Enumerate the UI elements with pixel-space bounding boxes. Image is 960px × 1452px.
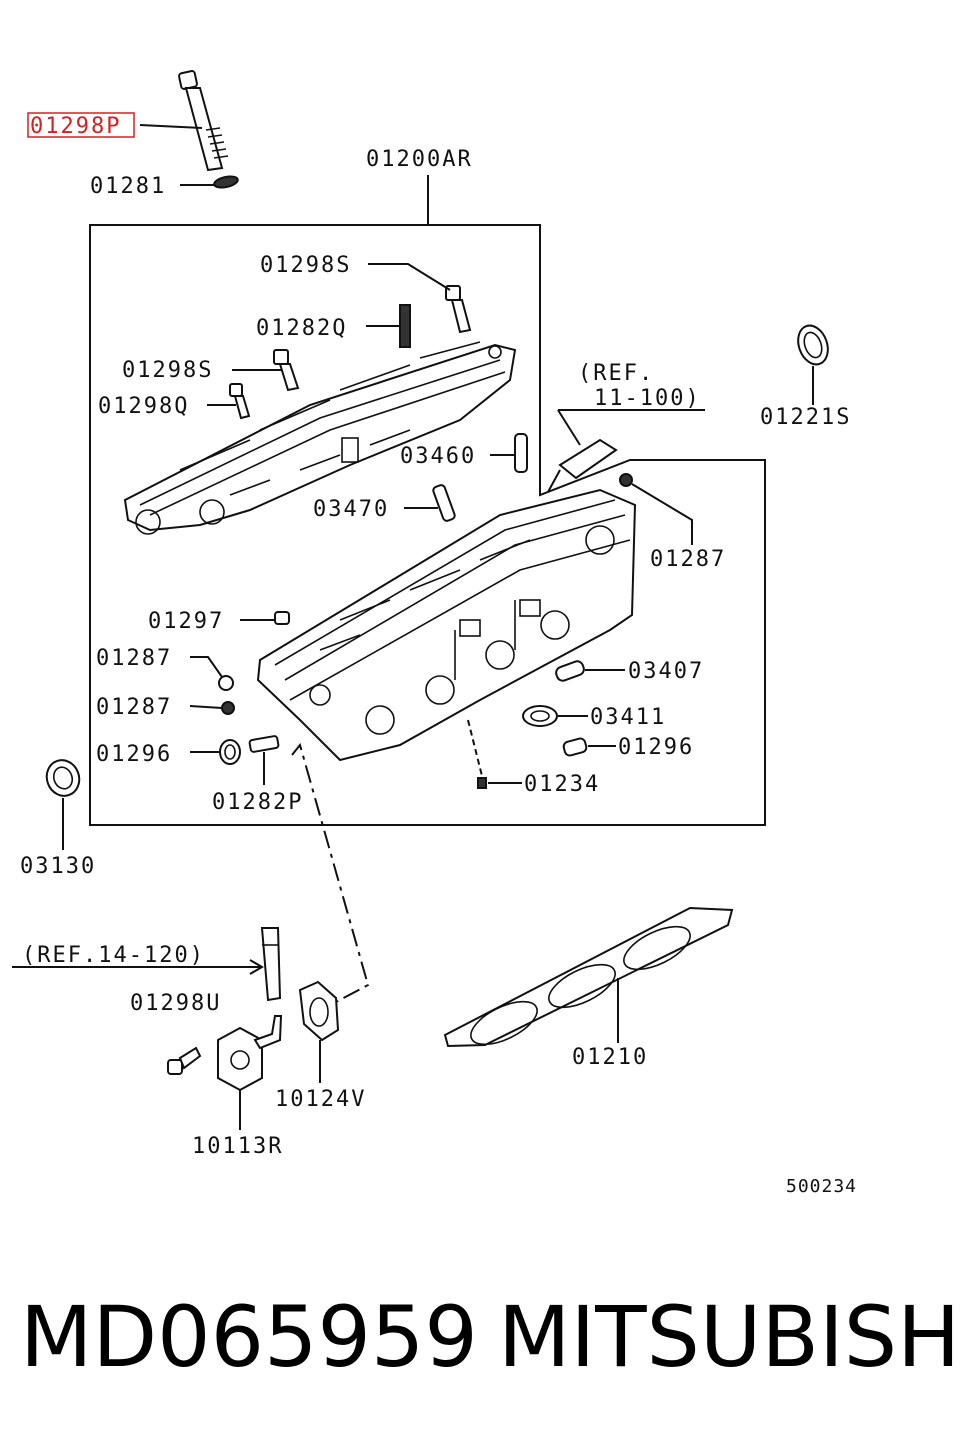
label-01298P[interactable]: 01298P — [30, 114, 121, 139]
label-01287-a[interactable]: 01287 — [650, 547, 726, 572]
bolt-01298U — [167, 1046, 202, 1075]
seal-03411 — [522, 705, 558, 727]
bolt-01298Q — [229, 383, 251, 420]
label-ref-line2[interactable]: 11-100) — [594, 386, 701, 411]
footer-part-number: MD065959 — [20, 1288, 478, 1386]
ring-01296-b — [562, 737, 588, 757]
label-01281[interactable]: 01281 — [90, 174, 166, 199]
leader-01298P — [139, 124, 203, 129]
label-01234[interactable]: 01234 — [524, 772, 600, 797]
leader-01287-b — [190, 656, 223, 678]
label-03470[interactable]: 03470 — [313, 497, 389, 522]
seal-01221S — [797, 324, 829, 366]
bolt-01298P — [178, 70, 229, 172]
arrow-ref-14-120 — [249, 959, 264, 975]
label-01287-b[interactable]: 01287 — [96, 646, 172, 671]
leader-01298S-a — [368, 263, 451, 291]
dowel-01234 — [477, 777, 487, 789]
dash-10124V — [291, 742, 370, 1003]
ring-01296-a — [219, 739, 241, 765]
label-01298Q[interactable]: 01298Q — [98, 394, 189, 419]
label-01221S[interactable]: 01221S — [760, 405, 851, 430]
dash-01234 — [467, 719, 483, 777]
footer-brand: MITSUBISHI — [498, 1288, 960, 1386]
leader-01287-a — [631, 483, 693, 545]
label-01287-c[interactable]: 01287 — [96, 695, 172, 720]
label-10113R[interactable]: 10113R — [192, 1134, 283, 1159]
label-01210[interactable]: 01210 — [572, 1045, 648, 1070]
pin-03460 — [514, 433, 528, 473]
label-ref-line1: (REF. — [578, 361, 654, 386]
label-01298S-b[interactable]: 01298S — [122, 358, 213, 383]
head-gasket-01210 — [443, 906, 734, 1048]
label-01296-b[interactable]: 01296 — [618, 735, 694, 760]
plug-01287-c — [221, 701, 235, 715]
label-10124V[interactable]: 10124V — [275, 1087, 366, 1112]
assembly-frame — [89, 224, 766, 826]
cylinder-head-main — [256, 488, 637, 762]
bolt-01298S-a — [445, 285, 472, 334]
gasket-10124V — [298, 980, 340, 1042]
plug-01287-a — [619, 473, 633, 487]
label-01298S-a[interactable]: 01298S — [260, 253, 351, 278]
housing-10113R — [217, 1015, 283, 1092]
cap-01297 — [274, 611, 290, 625]
stud-01282P — [248, 735, 280, 753]
leader-01287-c — [189, 705, 223, 709]
pin-03470 — [432, 484, 456, 522]
sleeve-03407 — [555, 660, 585, 682]
label-01298U[interactable]: 01298U — [130, 991, 221, 1016]
bolt-01298S-b — [273, 349, 300, 392]
label-01200AR[interactable]: 01200AR — [366, 147, 473, 172]
stud-01282Q — [399, 304, 411, 348]
camshaft-housing-upper — [123, 341, 517, 535]
label-03460[interactable]: 03460 — [400, 444, 476, 469]
figure-number: 500234 — [786, 1176, 857, 1197]
sensor-ref-11-100 — [547, 438, 618, 493]
washer-01281 — [213, 175, 239, 189]
plug-01287-b — [218, 675, 234, 691]
label-03411[interactable]: 03411 — [590, 705, 666, 730]
label-01297[interactable]: 01297 — [148, 609, 224, 634]
seal-03130 — [45, 759, 81, 797]
label-03407[interactable]: 03407 — [628, 659, 704, 684]
label-01296-a[interactable]: 01296 — [96, 742, 172, 767]
label-01282Q[interactable]: 01282Q — [256, 316, 347, 341]
pipe-ref-14-120 — [260, 927, 282, 1002]
leader-ref-11-100 — [557, 409, 581, 446]
highlight-box-01298P — [27, 112, 135, 138]
label-01282P[interactable]: 01282P — [212, 790, 303, 815]
label-ref-14-120[interactable]: (REF.14-120) — [22, 943, 205, 968]
label-03130[interactable]: 03130 — [20, 854, 96, 879]
